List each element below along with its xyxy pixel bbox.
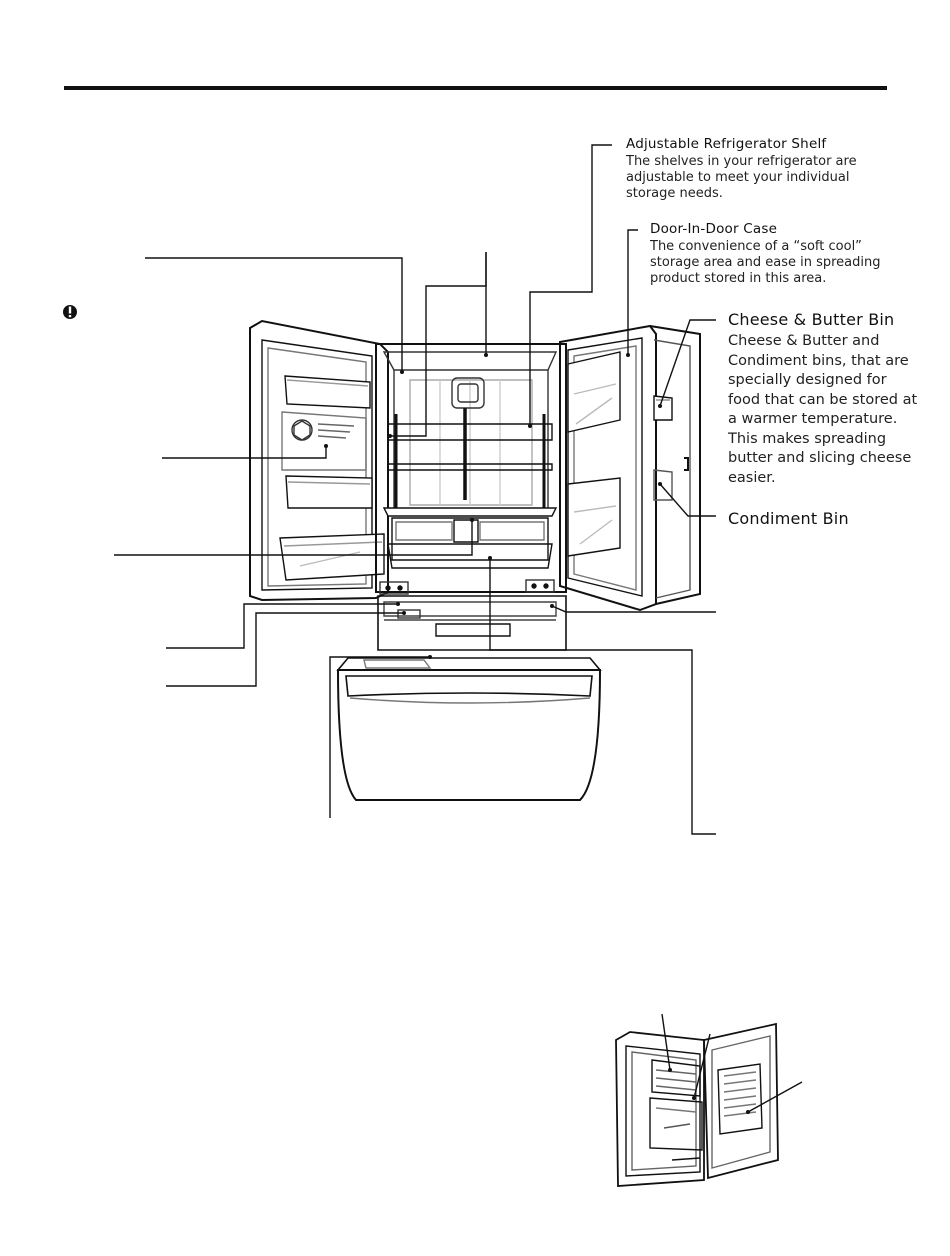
cheese-butter-description: Cheese & Butter and Condiment bins, that… <box>728 333 918 486</box>
left-door <box>249 319 389 602</box>
cheese-butter-callout: Cheese & Butter Bin Cheese & Butter and … <box>728 310 938 488</box>
adjustable-shelf-callout: Adjustable Refrigerator Shelf The shelve… <box>626 136 926 202</box>
door-in-door-description: The convenience of a “soft cool” storage… <box>650 239 881 286</box>
door-in-door-callout: Door-In-Door Case The convenience of a “… <box>650 221 930 287</box>
door-in-door-title: Door-In-Door Case <box>650 221 778 237</box>
cheese-butter-title: Cheese & Butter Bin <box>728 310 895 329</box>
condiment-title: Condiment Bin <box>728 509 849 528</box>
right-door <box>559 324 701 612</box>
header-rule <box>64 86 887 90</box>
exclamation-circle-icon <box>63 305 77 319</box>
ice-compartment-illustration <box>615 1013 803 1187</box>
adjustable-shelf-title: Adjustable Refrigerator Shelf <box>626 136 827 152</box>
fridge-cabinet <box>375 343 567 651</box>
condiment-callout: Condiment Bin <box>728 509 849 528</box>
adjustable-shelf-description: The shelves in your refrigerator are adj… <box>626 154 857 201</box>
freezer-drawer <box>336 657 602 801</box>
